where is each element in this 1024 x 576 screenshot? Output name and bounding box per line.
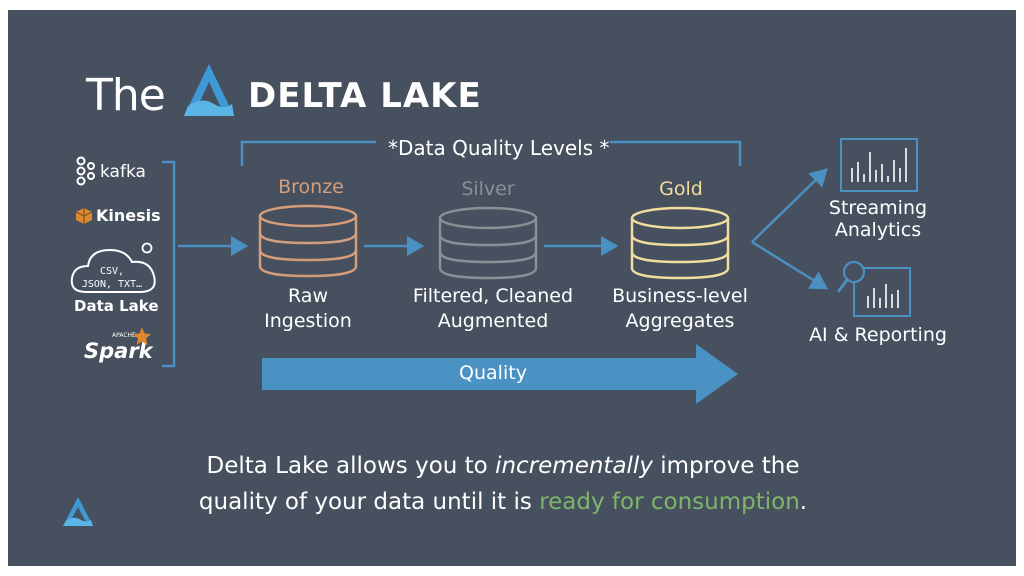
tier-bronze-label: Bronze bbox=[278, 176, 344, 198]
streaming-chart-icon bbox=[840, 138, 918, 192]
tier-silver-line2: Augmented bbox=[437, 310, 549, 332]
source-kinesis: Kinesis bbox=[96, 206, 161, 225]
cloud-storage-icon bbox=[70, 242, 156, 293]
title-prefix: The bbox=[86, 70, 166, 121]
caption-line1: Delta Lake allows you to incrementally i… bbox=[138, 448, 868, 484]
tier-gold-label: Gold bbox=[659, 178, 703, 200]
tier-bronze-line2: Ingestion bbox=[264, 310, 352, 332]
output-streaming-analytics: Streaming Analytics bbox=[813, 197, 943, 241]
spark-star-icon bbox=[133, 327, 151, 345]
caption-part2: improve the bbox=[652, 453, 800, 479]
tier-silver-line1: Filtered, Cleaned bbox=[412, 285, 574, 307]
source-kafka: kafka bbox=[100, 162, 146, 182]
output-streaming-line2: Analytics bbox=[834, 219, 922, 241]
quality-levels-bracket bbox=[240, 140, 742, 166]
tier-silver-description: Filtered, Cleaned Augmented bbox=[393, 284, 593, 334]
output-ai-reporting: AI & Reporting bbox=[809, 324, 947, 346]
source-spark: Spark bbox=[84, 339, 153, 363]
tier-bronze-description: Raw Ingestion bbox=[228, 284, 388, 334]
flow-arrows bbox=[178, 168, 829, 290]
caption: Delta Lake allows you to incrementally i… bbox=[138, 448, 868, 520]
caption-line2: quality of your data until it is ready f… bbox=[138, 484, 868, 520]
gold-database-icon bbox=[630, 206, 730, 280]
delta-lake-small-logo-icon bbox=[63, 497, 93, 526]
source-data-lake: Data Lake bbox=[74, 297, 159, 315]
bronze-database-icon bbox=[258, 204, 358, 278]
title-brand: DELTA LAKE bbox=[248, 76, 482, 116]
quality-arrow bbox=[262, 344, 738, 404]
output-streaming-line1: Streaming bbox=[828, 197, 928, 219]
caption-emphasis: incrementally bbox=[495, 453, 653, 479]
tier-silver-label: Silver bbox=[461, 178, 515, 200]
kinesis-icon bbox=[75, 208, 93, 224]
cloud-text: CSV, JSON, TXT… bbox=[74, 265, 150, 291]
tier-bronze-line1: Raw bbox=[288, 285, 328, 307]
cloud-text-line1: CSV, bbox=[99, 266, 125, 277]
tier-gold-line2: Aggregates bbox=[625, 310, 735, 332]
tier-gold-line1: Business-level bbox=[612, 285, 748, 307]
spark-apache-label: APACHE bbox=[112, 332, 136, 339]
silver-database-icon bbox=[438, 206, 538, 280]
caption-part1: Delta Lake allows you to bbox=[206, 453, 496, 479]
ai-reporting-icon bbox=[836, 260, 911, 317]
quality-arrow-label: Quality bbox=[459, 362, 527, 384]
quality-levels-label: *Data Quality Levels * bbox=[388, 136, 610, 160]
caption-part4: . bbox=[799, 489, 808, 515]
caption-highlight: ready for consumption bbox=[539, 489, 800, 515]
cloud-text-line2: JSON, TXT… bbox=[81, 279, 143, 290]
kafka-icon bbox=[76, 156, 95, 186]
sources-brace bbox=[162, 160, 176, 368]
slide: The DELTA LAKE *Data Quality Levels * ka… bbox=[8, 10, 1016, 566]
tier-gold-description: Business-level Aggregates bbox=[600, 284, 760, 334]
delta-lake-logo-icon bbox=[184, 64, 234, 116]
caption-part3: quality of your data until it is bbox=[198, 489, 540, 515]
